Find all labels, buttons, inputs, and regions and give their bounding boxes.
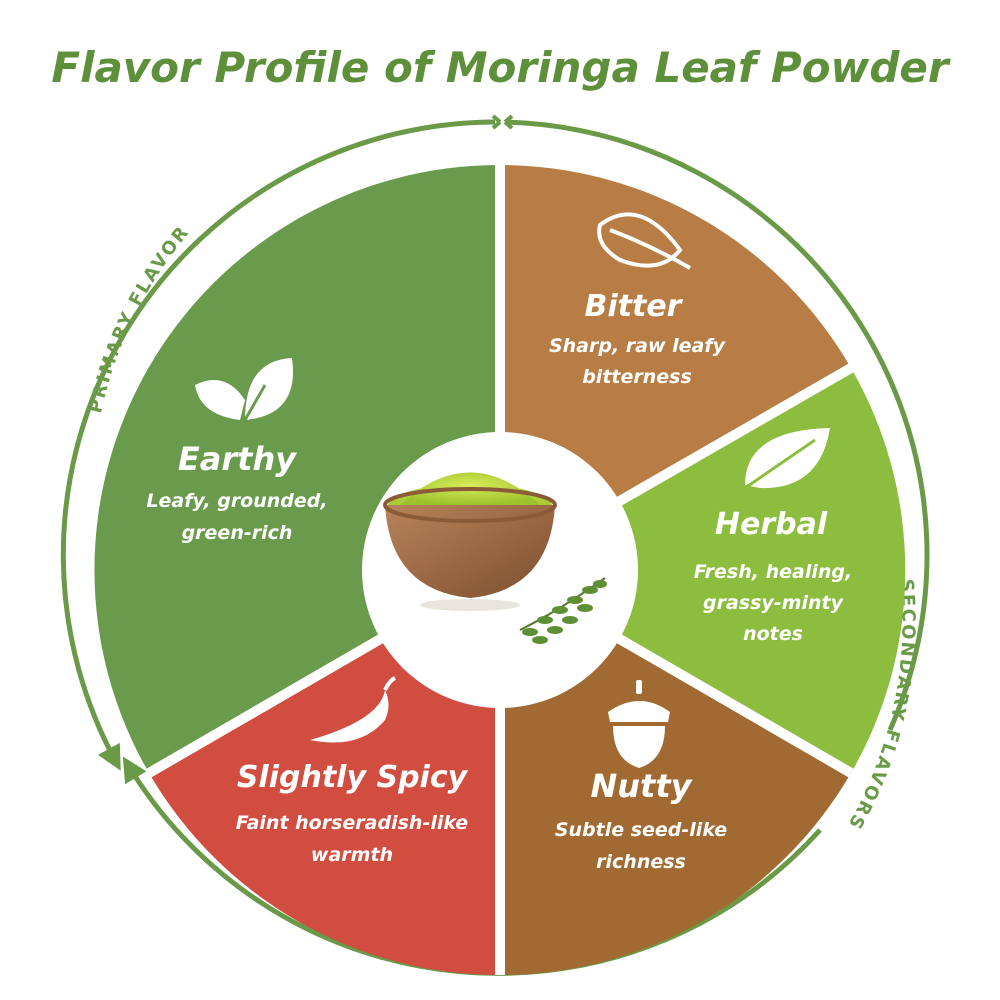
herbal-desc-line3: notes [743,623,803,645]
two-leaves-icon [195,358,294,421]
herbal-title: Herbal [715,507,828,542]
chili-pepper-icon [310,676,396,743]
nutty-desc-line2: richness [596,851,686,873]
bitter-desc-line2: bitterness [582,366,692,388]
spicy-desc-line2: warmth [311,844,393,866]
primary-arc-arrow [60,119,496,771]
earthy-desc-line1: Leafy, grounded, [146,490,327,512]
acorn-icon [608,680,670,768]
segment-nutty [500,634,851,976]
bitter-title: Bitter [585,289,684,324]
moringa-sprig-icon [519,577,607,644]
bitter-desc-line1: Sharp, raw leafy [549,335,727,357]
nutty-title: Nutty [590,767,692,805]
spicy-desc-line1: Faint horseradish-like [236,812,469,834]
secondary-arc-upper [504,119,930,732]
segment-dividers [146,165,854,975]
page-title: Flavor Profile of Moringa Leaf Powder [51,43,951,92]
segment-spicy [149,634,500,976]
earthy-title: Earthy [178,440,297,478]
spicy-title: Slightly Spicy [237,760,469,795]
nutty-desc-line1: Subtle seed-like [555,819,727,841]
herbal-desc-line1: Fresh, healing, [694,561,852,583]
bowl-of-moringa-powder [383,472,557,611]
dried-leaf-icon [597,212,691,270]
segment-earthy [94,164,500,773]
segment-bitter [500,165,851,506]
herbal-desc-line2: grassy-minty [703,592,845,614]
earthy-desc-line2: green-rich [182,522,293,544]
leaf-icon [744,428,830,490]
